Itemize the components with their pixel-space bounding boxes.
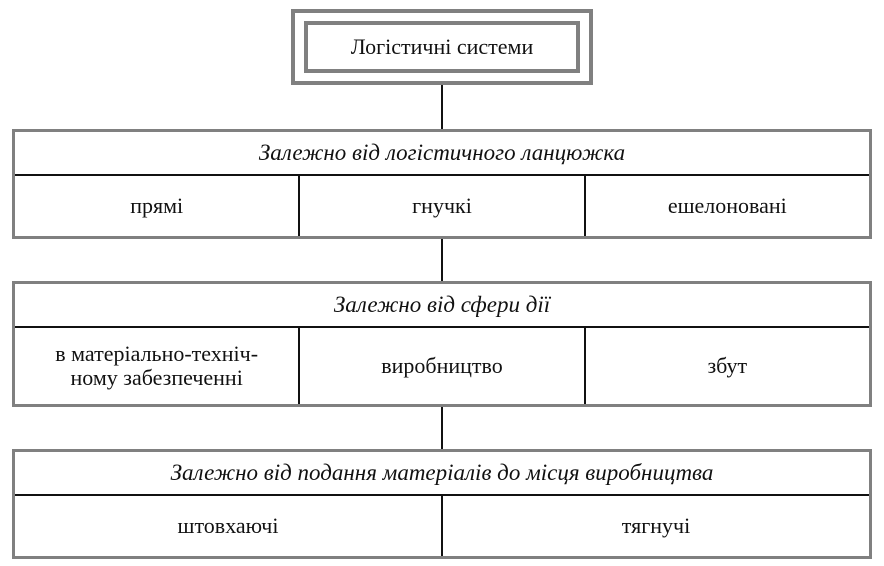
group-header: Залежно від сфери дії	[15, 284, 869, 328]
category-cell: виробництво	[298, 328, 583, 404]
connector-title-group1	[441, 85, 443, 130]
title-frame-gap	[299, 17, 585, 77]
category-cell: тягнучі	[441, 496, 869, 556]
group-logistic-chain: Залежно від логістичного ланцюжка прямі …	[12, 129, 872, 239]
category-cell: ешелоновані	[583, 176, 869, 236]
category-cell: гнучкі	[298, 176, 583, 236]
title-text: Логістичні системи	[350, 34, 534, 59]
connector-group1-group2	[441, 238, 443, 282]
group-header: Залежно від логістичного ланцюжка	[15, 132, 869, 176]
group-header: Залежно від подання матеріалів до місця …	[15, 452, 869, 496]
group-items-row: в матеріально-техніч- ному забезпеченні …	[15, 328, 869, 404]
category-cell: прямі	[130, 192, 184, 218]
category-cell: збут	[583, 328, 869, 404]
title-box: Логістичні системи	[304, 21, 580, 73]
group-items-row: прямі гнучкі ешелоновані	[15, 176, 869, 236]
category-cell: штовхаючі	[177, 512, 279, 538]
group-material-supply: Залежно від подання матеріалів до місця …	[12, 449, 872, 559]
connector-group2-group3	[441, 406, 443, 450]
group-items-row: штовхаючі тягнучі	[15, 496, 869, 556]
group-sphere-of-action: Залежно від сфери дії в матеріально-техн…	[12, 281, 872, 407]
category-cell: в матеріально-техніч- ному забезпеченні	[55, 340, 259, 390]
